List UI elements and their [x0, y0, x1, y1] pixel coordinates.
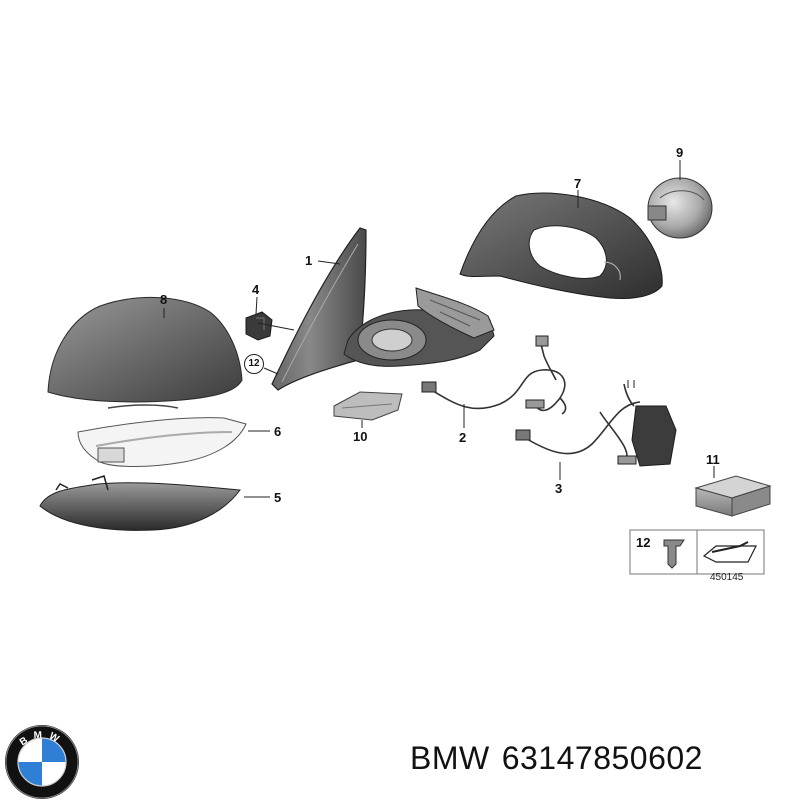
brand-name: BMW — [410, 740, 490, 776]
callout-4: 4 — [252, 282, 260, 297]
callout-12-circled: 12 — [244, 354, 264, 374]
callout-1: 1 — [305, 253, 313, 268]
bmw-logo-icon: BMW — [5, 725, 79, 799]
callout-3: 3 — [555, 481, 563, 496]
callout-2: 2 — [459, 430, 467, 445]
mirror-cap-part — [47, 297, 243, 409]
wiring-harness-part — [421, 335, 567, 415]
turn-signal-part — [77, 417, 247, 467]
callout-10: 10 — [353, 429, 368, 444]
callout-8: 8 — [160, 292, 168, 307]
mirror-glass-part — [271, 227, 367, 391]
mirror-base-part — [343, 287, 495, 367]
part-number: 63147850602 — [501, 740, 703, 776]
callout-11: 11 — [706, 452, 720, 467]
callout-12-legend: 12 — [636, 535, 651, 550]
screw-legend-box — [629, 529, 765, 575]
part-number-line: BMW 63147850602 — [410, 740, 703, 777]
callout-6: 6 — [274, 424, 282, 439]
leader-lines — [163, 160, 715, 498]
callout-7: 7 — [574, 176, 582, 191]
lower-trim-part — [39, 475, 241, 531]
packaging-box-part — [694, 475, 772, 517]
diagram-reference-number: 450145 — [710, 572, 744, 583]
mirror-motor-part — [647, 177, 713, 239]
callout-9: 9 — [676, 145, 684, 160]
callout-5: 5 — [274, 490, 282, 505]
bracket-part — [333, 391, 403, 421]
harness-module-part — [515, 380, 677, 467]
sensor-part — [245, 311, 273, 341]
mirror-housing-part — [459, 192, 663, 299]
